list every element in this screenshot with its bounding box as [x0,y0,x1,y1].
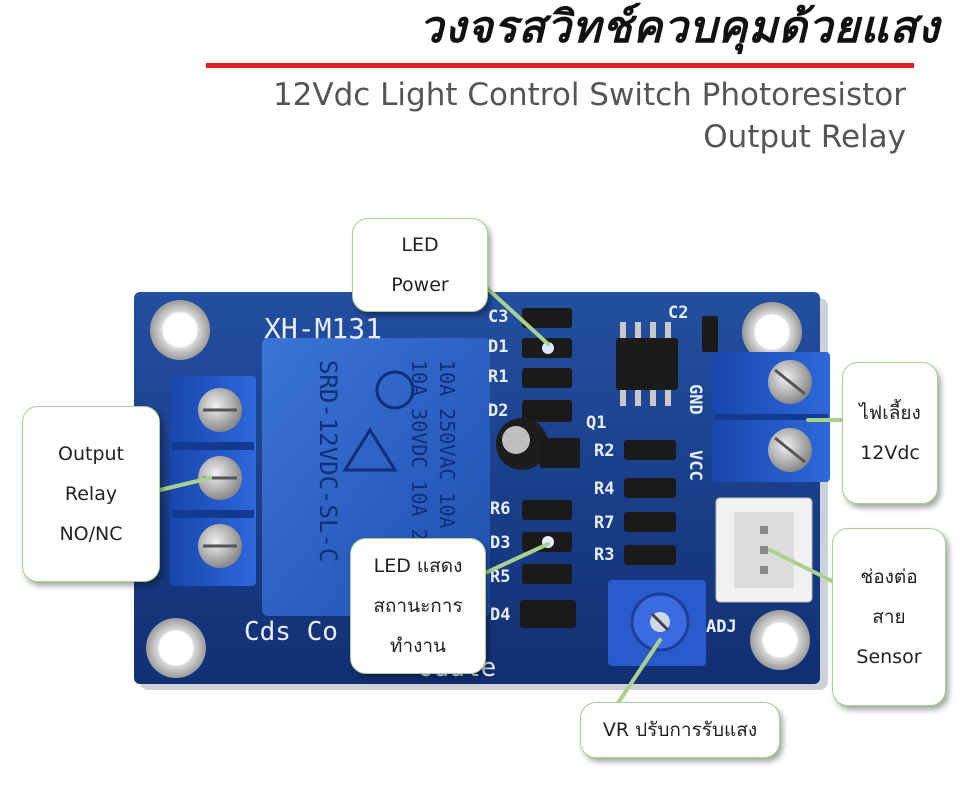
silk-d3: D3 [490,533,510,553]
pointer-led-power [476,278,550,346]
silk-d1: D1 [488,337,508,357]
sensor-connector [715,497,813,603]
silk-r2: R2 [594,441,614,461]
silk-d2: D2 [488,401,508,421]
silk-q1: Q1 [586,413,606,433]
potentiometer [608,580,706,666]
callout-led-status: LED แสดง สถานะการ ทำงาน [350,538,486,674]
callout-output-relay: Output Relay NO/NC [22,406,160,582]
page-title: วงจรสวิทช์ควบคุมด้วยแสง [418,2,940,53]
title-divider [206,63,914,68]
pointer-sensor [768,548,836,584]
silk-gnd: GND [685,384,705,415]
silk-d4: D4 [490,605,510,625]
callout-power-12v: ไฟเลี้ยง 12Vdc [842,362,938,504]
silk-adj: ADJ [706,617,737,637]
silk-c3: C3 [488,307,508,327]
silk-c2: C2 [668,303,688,323]
silk-r5: R5 [490,567,510,587]
subtitle-line-1: 12Vdc Light Control Switch Photoresistor [272,77,906,113]
callout-led-power: LED Power [352,218,488,312]
pointer-vr [614,638,662,708]
led-power-indicator [542,342,554,354]
board-model-label: XH-M131 [264,312,382,345]
subtitle: 12Vdc Light Control Switch Photoresistor… [200,74,906,158]
callout-vr-adjust: VR ปรับการรับแสง [580,702,780,758]
silk-r6: R6 [490,499,510,519]
silk-r3: R3 [594,545,614,565]
board-bottom-label: Cds Co [244,617,338,647]
callout-sensor-port: ช่องต่อ สาย Sensor [832,528,946,706]
ic-chip [616,322,678,406]
output-terminal-block [170,376,256,586]
silk-r4: R4 [594,479,614,499]
subtitle-line-2: Output Relay [703,119,906,155]
silk-r1: R1 [488,367,508,387]
silk-r7: R7 [594,513,614,533]
silk-vcc: VCC [685,450,705,481]
relay-model: SRD-12VDC-SL-C [314,360,342,562]
pointer-output [158,476,212,492]
power-terminal-block [712,352,830,482]
